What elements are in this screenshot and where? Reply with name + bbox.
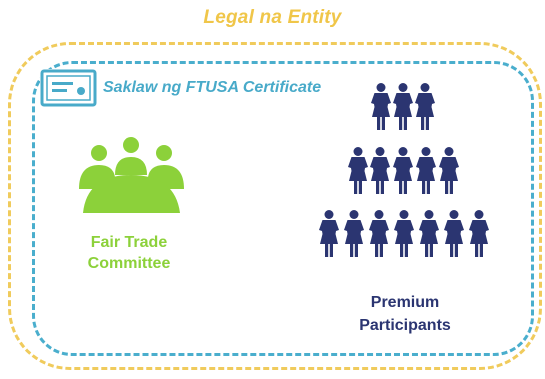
certificate-scope-header: Saklaw ng FTUSA Certificate bbox=[40, 69, 330, 107]
premium-participants-label: Premium Participants bbox=[330, 291, 480, 337]
legal-entity-boundary bbox=[8, 42, 542, 370]
certificate-icon bbox=[40, 69, 97, 107]
certificate-scope-label: Saklaw ng FTUSA Certificate bbox=[103, 79, 322, 96]
people-around-table-icon bbox=[79, 137, 184, 213]
premium-label-line-1: Premium bbox=[370, 294, 440, 311]
premium-label-line-2: Participants bbox=[359, 317, 451, 334]
committee-label-line-1: Fair Trade bbox=[90, 234, 168, 251]
legal-entity-title: Legal na Entity bbox=[203, 7, 342, 28]
people-pyramid-icon bbox=[319, 83, 489, 257]
fair-trade-committee-label: Fair Trade Committee bbox=[54, 232, 204, 274]
certificate-scope-boundary bbox=[32, 61, 534, 356]
committee-label-line-2: Committee bbox=[87, 255, 171, 272]
